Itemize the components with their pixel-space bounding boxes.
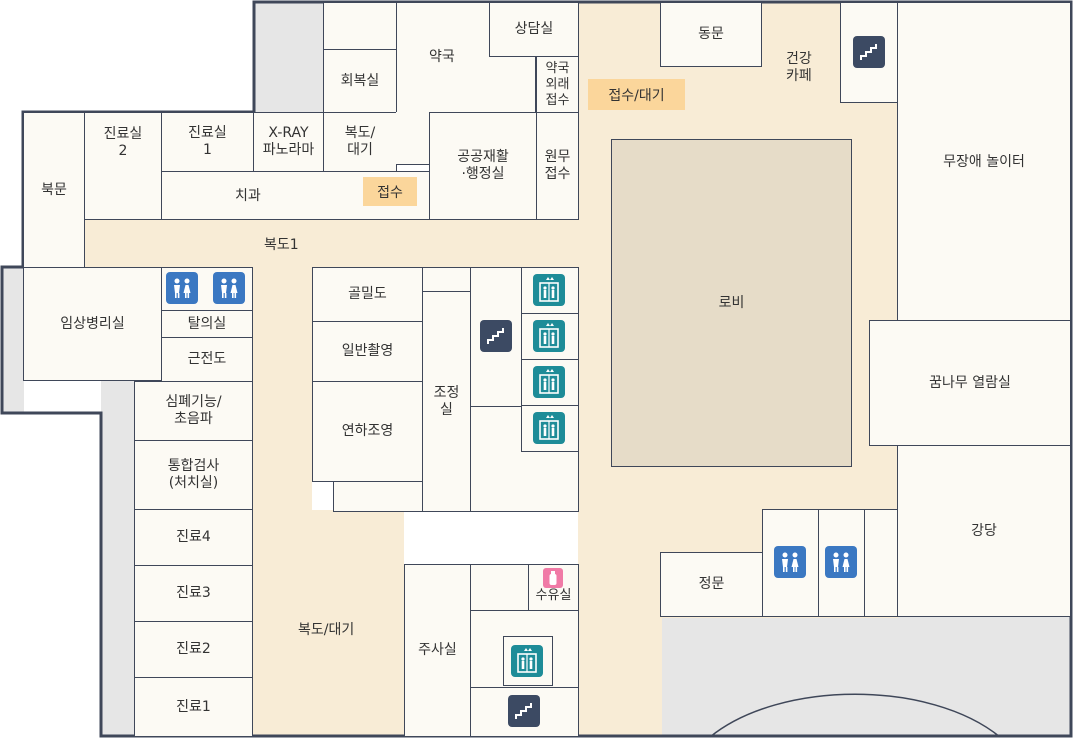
room-restroom-right-3: [864, 509, 898, 617]
room-clinic4[interactable]: 진료4: [134, 509, 253, 566]
room-bone-density[interactable]: 골밀도: [312, 267, 423, 322]
room-exam2[interactable]: 진료실 2: [84, 112, 162, 220]
room-clinic2[interactable]: 진료2: [134, 621, 253, 678]
room-north-gate[interactable]: 북문: [23, 112, 85, 268]
nursing-label: 수유실: [535, 588, 572, 603]
corridor-wait2-label: 복도/대기: [298, 622, 355, 638]
corridor-1: [84, 219, 594, 267]
room-injection[interactable]: 주사실: [404, 564, 471, 737]
stairs-icon: [508, 695, 540, 727]
room-xray[interactable]: X-RAY 파노라마: [253, 112, 324, 172]
restroom-icon: [166, 272, 198, 304]
reception-wait-top[interactable]: 접수/대기: [588, 79, 685, 110]
room-lobby[interactable]: 로비: [611, 139, 852, 467]
exterior-area-left: [2, 268, 24, 413]
restroom-icon: [213, 272, 245, 304]
room-control[interactable]: 조정 실: [422, 291, 471, 512]
wall-notch: [396, 112, 430, 165]
exterior-area-left-lower: [101, 381, 135, 736]
room-remote[interactable]: 원무 접수: [536, 112, 579, 220]
restroom-icon: [825, 546, 857, 578]
cafe-label: 건강 카페: [786, 51, 812, 84]
room-cardio[interactable]: 심폐기능/ 초음파: [134, 381, 253, 441]
room-public-admin[interactable]: 공공재활 ·행정실: [429, 112, 537, 220]
stairs-icon: [853, 36, 885, 68]
restroom-icon: [774, 546, 806, 578]
stairs-icon: [480, 320, 512, 352]
room-pharmacy-out[interactable]: 약국 외래 접수: [536, 56, 579, 113]
room-emg[interactable]: 근전도: [161, 337, 253, 382]
room-recovery-top[interactable]: [323, 2, 397, 50]
room-control-top: [422, 267, 471, 292]
room-swallow[interactable]: 연하조영: [312, 381, 423, 482]
room-exam1[interactable]: 진료실 1: [161, 112, 254, 172]
exterior-area-top: [254, 2, 324, 112]
corridor-lower-right: [578, 510, 662, 737]
room-main-gate[interactable]: 정문: [660, 552, 763, 617]
nursing-room-icon: [543, 568, 563, 588]
room-recovery[interactable]: 회복실: [323, 49, 397, 113]
room-changing[interactable]: 탈의실: [161, 310, 253, 338]
room-auditorium[interactable]: 강당: [897, 445, 1071, 617]
corridor-lower: [252, 510, 404, 737]
elevator-icon: [533, 274, 565, 306]
parking-area: [660, 616, 1071, 737]
dental-label: 치과: [235, 188, 261, 204]
elevator-icon: [511, 645, 543, 677]
room-integrated[interactable]: 통합검사 (처치실): [134, 440, 253, 510]
room-pathology[interactable]: 임상병리실: [23, 267, 162, 381]
room-clinic3[interactable]: 진료3: [134, 565, 253, 622]
room-corridor-wait[interactable]: 복도/ 대기: [323, 112, 397, 172]
exam2-label: 진료실 2: [103, 126, 143, 159]
corridor-1-label: 복도1: [264, 237, 299, 253]
room-general-xray[interactable]: 일반촬영: [312, 321, 423, 382]
room-east-gate[interactable]: 동문: [660, 2, 762, 67]
room-play[interactable]: 무장애 놀이터: [897, 2, 1071, 322]
elevator-icon: [533, 412, 565, 444]
elevator-icon: [533, 366, 565, 398]
room-consult[interactable]: 상담실: [489, 2, 579, 57]
pharmacy-label: 약국: [429, 49, 455, 65]
elevator-icon: [533, 320, 565, 352]
dental-reception[interactable]: 접수: [363, 177, 417, 206]
room-clinic1[interactable]: 진료1: [134, 677, 253, 737]
room-reading[interactable]: 꿈나무 열람실: [869, 320, 1071, 446]
